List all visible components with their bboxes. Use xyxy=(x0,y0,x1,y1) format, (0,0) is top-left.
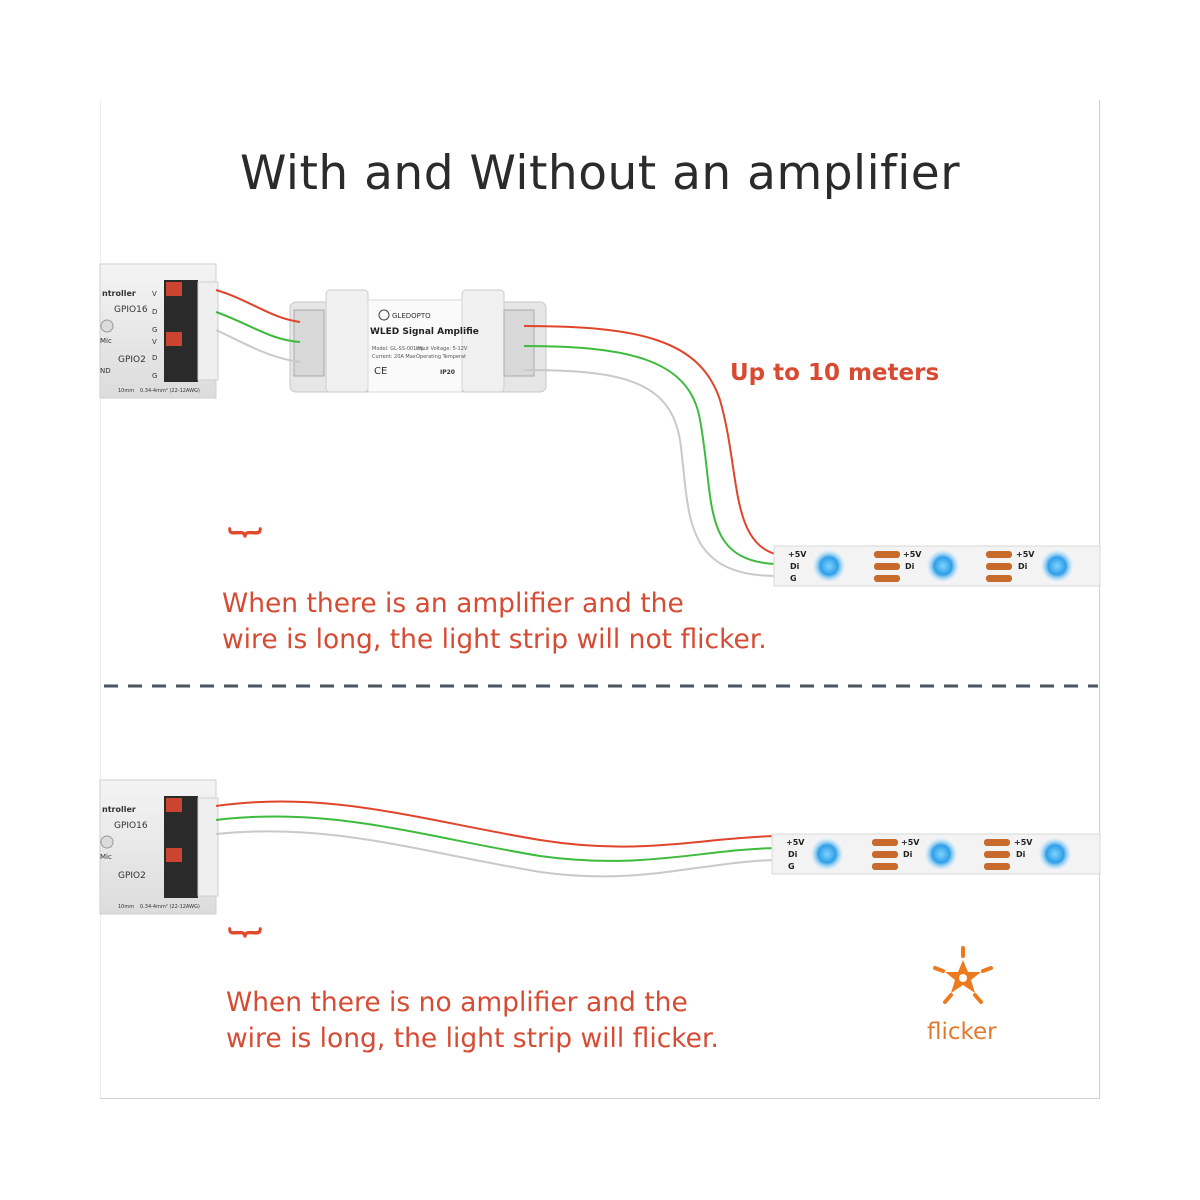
controller-label: ntroller xyxy=(102,289,136,298)
strip-5v-1: +5V xyxy=(788,550,807,559)
mic-label-2: Mic xyxy=(100,853,112,861)
amp-temp: Operating Temperat xyxy=(416,354,466,360)
amp-input: Input Voltage: 5-12V xyxy=(416,346,468,352)
led-strip-bottom: +5V Di G +5V Di +5V Di xyxy=(771,833,1101,875)
wires-amp-to-strip xyxy=(523,325,776,577)
strip-length-label: 10mm xyxy=(118,388,134,394)
strip-length-label-2: 10mm xyxy=(118,904,134,910)
brace-icon-top: ︸ xyxy=(228,526,262,566)
caption-with-amplifier: When there is an amplifier and the wire … xyxy=(222,586,767,658)
strip-5v-2: +5V xyxy=(903,550,922,559)
mic-label: Mic xyxy=(100,337,112,345)
caption-without-line2: wire is long, the light strip will flick… xyxy=(226,1023,719,1054)
strip-di-b2: Di xyxy=(903,850,913,859)
gpio16-label: GPIO16 xyxy=(114,305,148,315)
controller-top: ntroller GPIO16 GPIO2 Mic ND 10mm 0.34-4… xyxy=(99,263,219,399)
gnd-label: ND xyxy=(100,367,111,375)
strip-di-b3: Di xyxy=(1016,850,1026,859)
range-label: Up to 10 meters xyxy=(730,360,940,386)
pin-d-2: D xyxy=(152,354,157,362)
led-bottom-2 xyxy=(925,838,957,870)
brace-icon-bottom: ︸ xyxy=(228,926,262,966)
gpio2-label-2: GPIO2 xyxy=(118,871,146,881)
pin-v-1: V xyxy=(152,290,157,298)
strip-di-b1: Di xyxy=(788,850,798,859)
led-top-2 xyxy=(927,550,959,582)
caption-without-line1: When there is no amplifier and the xyxy=(226,987,688,1018)
wire-spec-label-2: 0.34-4mm² (22-12AWG) xyxy=(140,904,200,910)
pin-d-1: D xyxy=(152,308,157,316)
controller-label-2: ntroller xyxy=(102,805,136,814)
strip-5v-b3: +5V xyxy=(1014,838,1033,847)
amp-ce: CE xyxy=(374,366,387,377)
gpio2-label: GPIO2 xyxy=(118,355,146,365)
pin-v-2: V xyxy=(152,338,157,346)
amp-brand: GLEDOPTO xyxy=(392,312,431,320)
strip-di-3: Di xyxy=(1018,562,1028,571)
mic-icon xyxy=(100,319,114,333)
amplifier-module: GLEDOPTO WLED Signal Amplifie Model: GL-… xyxy=(289,289,547,393)
diagram-title: With and Without an amplifier xyxy=(239,146,961,201)
strip-g-1: G xyxy=(790,574,797,583)
terminal-block-top xyxy=(164,280,219,382)
gledopto-logo-icon xyxy=(378,309,390,321)
flicker-label: flicker xyxy=(927,1019,997,1045)
wires-controller-to-strip xyxy=(215,800,776,878)
led-bottom-1 xyxy=(811,838,843,870)
amp-ip: IP20 xyxy=(440,369,455,376)
strip-5v-3: +5V xyxy=(1016,550,1035,559)
amp-current: Current: 20A Max xyxy=(372,354,416,360)
caption-without-amplifier: When there is no amplifier and the wire … xyxy=(226,985,719,1057)
image-frame xyxy=(100,100,1100,1099)
caption-with-line2: wire is long, the light strip will not f… xyxy=(222,624,767,655)
pin-g-2: G xyxy=(152,372,157,380)
led-bottom-3 xyxy=(1039,838,1071,870)
flicker-star-icon xyxy=(933,946,993,1004)
wires-controller-to-amp xyxy=(215,289,301,363)
gpio16-label-2: GPIO16 xyxy=(114,821,148,831)
led-top-3 xyxy=(1041,550,1073,582)
amp-model: Model: GL-SS-001WL xyxy=(372,346,424,352)
mic-icon-2 xyxy=(100,835,114,849)
strip-di-1: Di xyxy=(790,562,800,571)
amp-name: WLED Signal Amplifie xyxy=(370,327,479,337)
caption-with-line1: When there is an amplifier and the xyxy=(222,588,684,619)
controller-bottom: ntroller GPIO16 GPIO2 Mic 10mm 0.34-4mm²… xyxy=(99,779,219,915)
strip-di-2: Di xyxy=(905,562,915,571)
strip-5v-b1: +5V xyxy=(786,838,805,847)
led-top-1 xyxy=(813,550,845,582)
strip-5v-b2: +5V xyxy=(901,838,920,847)
terminal-block-bottom xyxy=(164,796,219,898)
led-strip-top: +5V Di G +5V Di +5V Di xyxy=(773,545,1101,587)
wire-spec-label: 0.34-4mm² (22-12AWG) xyxy=(140,388,200,394)
strip-g-b1: G xyxy=(788,862,795,871)
pin-g-1: G xyxy=(152,326,157,334)
